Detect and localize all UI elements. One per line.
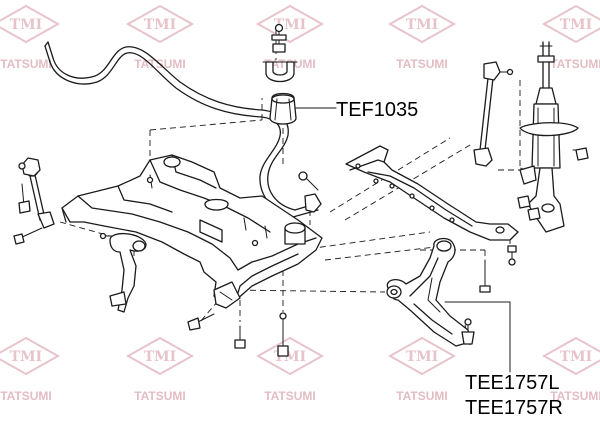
rear-crossmember xyxy=(345,145,519,241)
watermark-brand-text: TATSUMI xyxy=(264,389,316,403)
watermark-diamond xyxy=(125,4,195,44)
subframe-bolts xyxy=(187,312,289,357)
watermark-logo: TMI TATSUMI xyxy=(541,336,600,403)
part-label-tef1035: TEF1035 xyxy=(336,99,418,121)
leader-line-tee1757 xyxy=(444,301,511,373)
watermark-logo-text: TMI xyxy=(10,349,42,365)
watermark-diamond xyxy=(0,4,61,44)
watermark-diamond xyxy=(387,336,457,376)
watermark-diamond xyxy=(387,4,457,44)
watermark-brand-text: TATSUMI xyxy=(550,57,600,71)
watermark-logo: TMI TATSUMI xyxy=(0,4,61,71)
bracket-bolt xyxy=(298,171,322,213)
watermark-logo: TMI TATSUMI xyxy=(541,4,600,71)
watermark-logo-text: TMI xyxy=(144,349,176,365)
stabilizer-bracket-upper xyxy=(262,23,298,83)
watermark-logo: TMI TATSUMI xyxy=(0,336,61,403)
part-label-tee1757l: TEE1757L xyxy=(465,372,560,394)
watermark-diamond xyxy=(541,4,600,44)
watermark-diamond xyxy=(541,336,600,376)
front-subframe xyxy=(61,154,323,309)
stabilizer-bushing xyxy=(269,92,297,125)
watermark-brand-text: TATSUMI xyxy=(396,389,448,403)
watermark-logo-text: TMI xyxy=(144,17,176,33)
watermark-diamond xyxy=(0,336,61,376)
ball-joint xyxy=(461,318,475,345)
watermark-brand-text: TATSUMI xyxy=(550,389,600,403)
watermark-brand-text: TATSUMI xyxy=(134,389,186,403)
watermark-logo-text: TMI xyxy=(406,349,438,365)
watermark-layer: TMI TATSUMI TMI TATSUMI TMI TATSUMI TMI TATSUMI… xyxy=(0,4,600,403)
watermark-brand-text: TATSUMI xyxy=(0,389,52,403)
watermark-logo: TMI TATSUMI xyxy=(387,4,457,71)
watermark-logo-text: TMI xyxy=(406,17,438,33)
watermark-diamond xyxy=(125,336,195,376)
watermark-logo-text: TMI xyxy=(560,349,592,365)
control-arm-bolts xyxy=(479,245,517,293)
part-label-tee1757r: TEE1757R xyxy=(465,397,563,419)
front-strut-assembly xyxy=(517,41,589,233)
right-stabilizer-link xyxy=(473,61,514,167)
watermark-logo: TMI TATSUMI xyxy=(387,336,457,403)
lower-control-arm xyxy=(386,237,471,347)
watermark-diamond xyxy=(255,336,325,376)
watermark-brand-text: TATSUMI xyxy=(396,57,448,71)
watermark-logo-text: TMI xyxy=(10,17,42,33)
watermark-logo-text: TMI xyxy=(560,17,592,33)
left-tension-link xyxy=(99,232,147,313)
watermark-brand-text: TATSUMI xyxy=(0,57,52,71)
watermark-logo: TMI TATSUMI xyxy=(125,336,195,403)
left-stabilizer-link xyxy=(13,157,55,245)
